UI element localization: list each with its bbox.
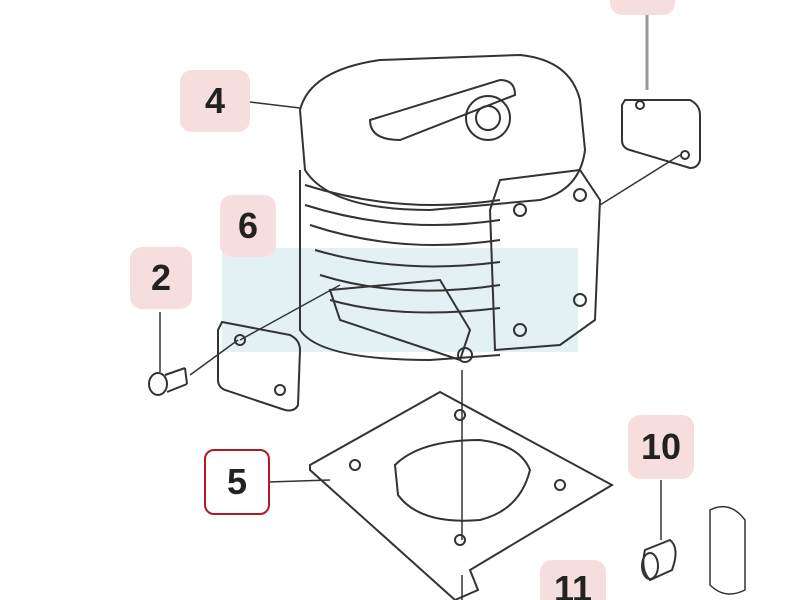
callout-part-11[interactable]: 11 xyxy=(540,560,606,600)
plate-part-3 xyxy=(621,99,701,170)
callout-part-2[interactable]: 2 xyxy=(130,247,192,309)
gasket-part-5 xyxy=(267,370,615,600)
plug-part-10 xyxy=(641,480,677,582)
plate-part-6 xyxy=(217,320,302,412)
callout-part-4[interactable]: 4 xyxy=(180,70,250,132)
cylinder-part-4 xyxy=(298,53,602,363)
callout-part-10[interactable]: 10 xyxy=(628,415,694,479)
callout-part-6[interactable]: 6 xyxy=(220,195,276,257)
bolt-part-2 xyxy=(148,312,239,396)
watermark-band xyxy=(222,248,578,352)
callout-part-5-selected[interactable]: 5 xyxy=(204,449,270,515)
callout-part-3-partial[interactable] xyxy=(610,0,675,15)
